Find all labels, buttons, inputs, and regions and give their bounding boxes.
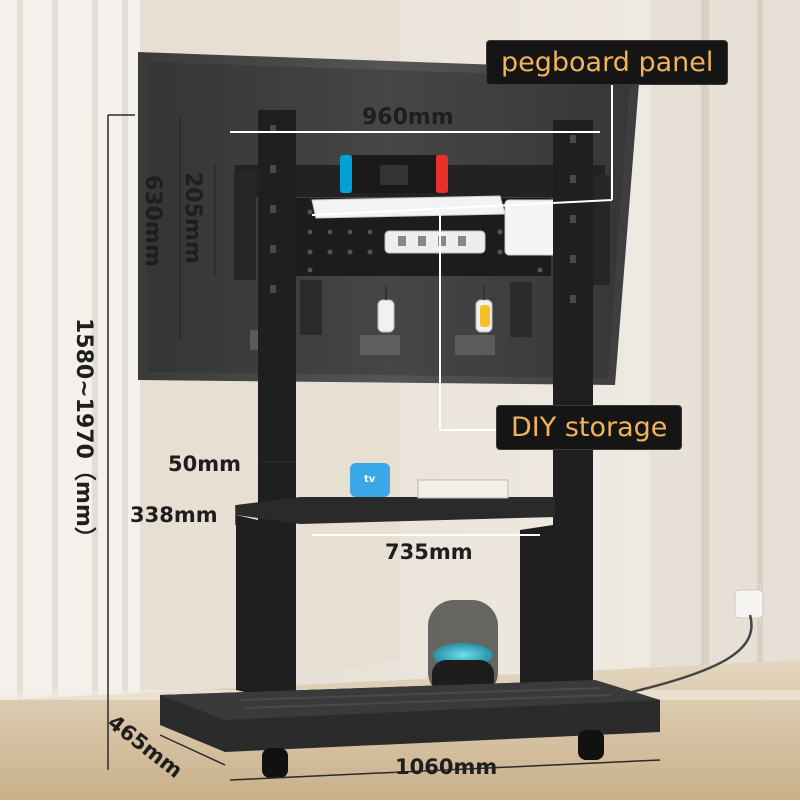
book-box [417, 479, 509, 499]
power-cable [599, 614, 753, 702]
white-basket [504, 199, 561, 256]
dim-pegboard-height: 205mm [180, 172, 205, 264]
callout-diy-storage: DIY storage [496, 405, 683, 450]
apple-tv-logo: tv [364, 474, 376, 485]
middle-shelf [236, 497, 555, 524]
wall-outlet [734, 589, 764, 619]
left-upright [258, 110, 296, 700]
dim-base-width: 1060mm [395, 755, 498, 779]
dim-shelf-width: 735mm [385, 540, 473, 564]
dim-shelf-depth: 338mm [130, 503, 218, 527]
wheels [262, 730, 604, 778]
game-console [340, 155, 448, 193]
dim-width-top: 960mm [362, 105, 454, 130]
curtain-left [0, 0, 140, 720]
controllers [377, 285, 493, 333]
callout-pegboard-panel: pegboard panel [486, 40, 729, 85]
dim-total-height: 1580~1970（mm） [71, 318, 96, 549]
streaming-box [350, 463, 390, 497]
speaker [428, 600, 498, 698]
curtain-folds [17, 0, 128, 720]
dim-pillar: 50mm [168, 452, 241, 476]
right-curtain [650, 0, 800, 720]
dim-vesa-height: 630mm [140, 175, 165, 267]
